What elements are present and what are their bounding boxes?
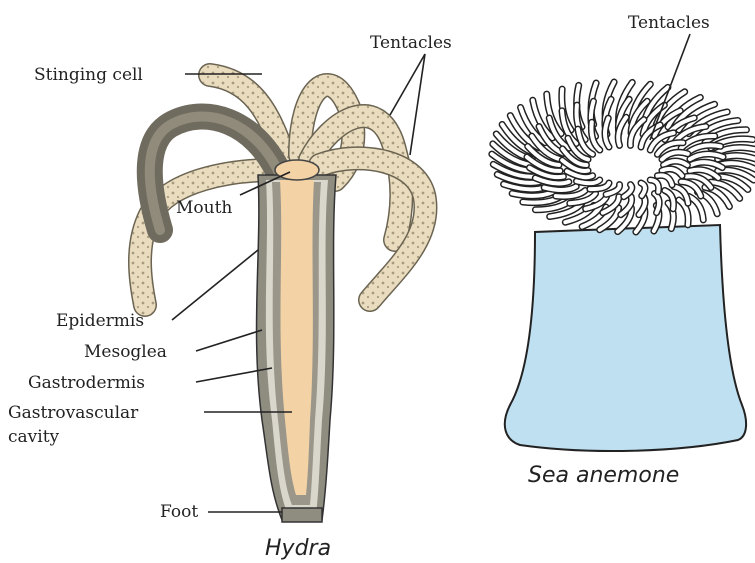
label-cavity: cavity (8, 427, 60, 447)
anemone-tentacle-crown (492, 82, 755, 232)
hydra-foot (282, 508, 322, 522)
hydra-figure (140, 75, 425, 522)
label-mouth: Mouth (176, 198, 232, 218)
label-mesoglea: Mesoglea (84, 342, 167, 362)
anemone-tentacle-fill (650, 180, 658, 192)
label-foot: Foot (160, 502, 198, 522)
anemone-figure (492, 82, 755, 451)
label-gastrovascular: Gastrovascular (8, 403, 139, 423)
anemone-body (505, 225, 746, 451)
label-anemone-tentacles: Tentacles (628, 13, 710, 33)
caption-sea-anemone: Sea anemone (528, 463, 679, 488)
label-gastrodermis: Gastrodermis (28, 373, 145, 393)
hydra-mouth (275, 160, 319, 180)
label-hydra-tentacles: Tentacles (370, 33, 452, 53)
label-stinging-cell: Stinging cell (34, 65, 143, 85)
caption-hydra: Hydra (265, 536, 331, 561)
label-epidermis: Epidermis (56, 311, 144, 331)
